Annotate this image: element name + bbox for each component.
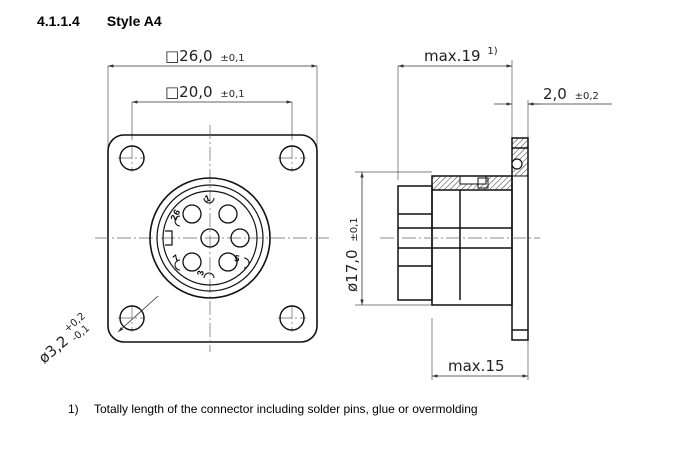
section-hatch-flange — [511, 137, 529, 177]
pin-top-left — [182, 204, 202, 224]
svg-text:ø3,2: ø3,2 — [35, 332, 72, 367]
footnote: 1) Totally length of the connector includ… — [68, 402, 478, 416]
section-number: 4.1.1.4 — [37, 13, 80, 29]
body-outer-ring — [149, 177, 271, 299]
side-view: max.19 1) 2,0 ±0,2 ø17,0 ±0,1 max.15 — [343, 46, 612, 380]
dim-square-inner: □20,0 ±0,1 — [165, 83, 245, 101]
mount-hole-top-right — [279, 145, 305, 171]
pin-label-2: 2 — [168, 214, 179, 222]
pin-label-3: 3 — [195, 270, 206, 277]
dim-max-length: max.19 1) — [424, 46, 498, 65]
front-view: □26,0 ±0,1 □20,0 ±0,1 — [35, 47, 330, 367]
pin-label-7: 7 — [171, 253, 181, 264]
body-inner-ring — [156, 184, 264, 292]
dim-flange: 2,0 ±0,2 — [543, 85, 599, 103]
footnote-text: Totally length of the connector includin… — [94, 402, 478, 416]
dim-square-outer: □26,0 ±0,1 — [165, 47, 245, 65]
mount-hole-top-left — [119, 145, 145, 171]
seal-ring — [477, 177, 489, 189]
side-rear-body — [397, 185, 433, 301]
pin-label-6: 6 — [171, 208, 182, 217]
o-ring — [511, 158, 523, 170]
insert-face — [162, 190, 258, 286]
coding-key — [165, 230, 173, 246]
pin-label-5: 5 — [234, 253, 241, 264]
pin-center — [200, 228, 220, 248]
side-main-body — [431, 175, 513, 306]
mount-hole-bottom-left — [119, 305, 145, 331]
svg-text:ø17,0 ±0,1: ø17,0 ±0,1 — [343, 217, 361, 292]
pin-top-right — [218, 204, 238, 224]
footnote-mark: 1) — [68, 402, 79, 416]
pin-right — [230, 228, 250, 248]
pin-bottom-left — [182, 252, 202, 272]
section-heading: 4.1.1.4 Style A4 — [37, 13, 162, 29]
flange-plate — [107, 134, 318, 343]
hole-leader — [117, 295, 159, 333]
pin-label-1: 1 — [203, 193, 211, 204]
centerlines — [95, 125, 330, 352]
dim-hole-dia: ø3,2 +0,2 -0,1 — [35, 311, 92, 367]
mount-hole-bottom-right — [279, 305, 305, 331]
pin-bottom-right — [218, 252, 238, 272]
dim-max-depth: max.15 — [448, 357, 505, 375]
dim-body-dia: ø17,0 ±0,1 — [343, 217, 361, 292]
section-title: Style A4 — [106, 13, 162, 29]
section-hatch-body — [431, 175, 513, 191]
